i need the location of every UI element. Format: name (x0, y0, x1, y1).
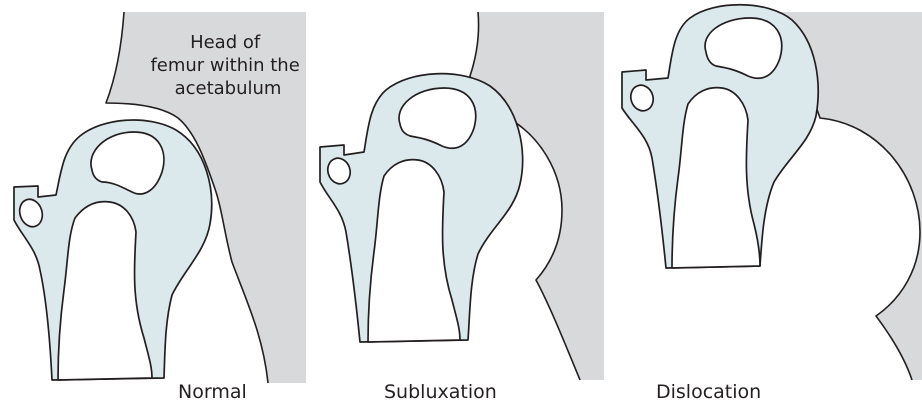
dislocation-femur-shaft (672, 88, 760, 268)
normal-caption: Normal (178, 381, 247, 403)
panel-normal: Normal Head of femur within the acetabul… (14, 12, 306, 403)
panel-subluxation: Subluxation (320, 12, 604, 403)
annotation-line-2: femur within the (150, 55, 299, 76)
dislocation-caption: Dislocation (656, 381, 761, 403)
annotation-line-1: Head of (190, 32, 261, 53)
annotation-line-3: acetabulum (175, 78, 282, 99)
panel-dislocation: Dislocation (622, 5, 922, 403)
subluxation-caption: Subluxation (384, 381, 497, 403)
